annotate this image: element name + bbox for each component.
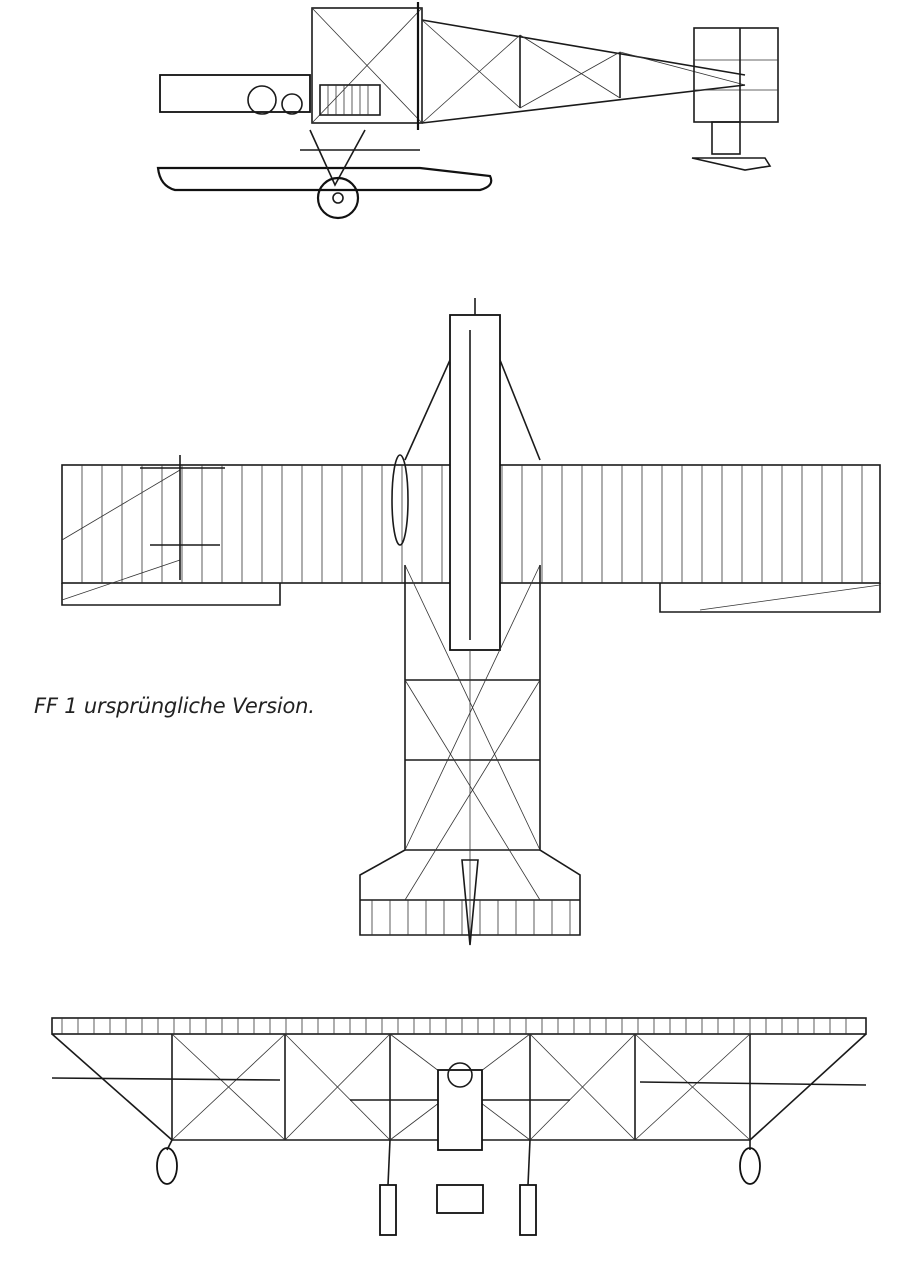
side-tail-float-strut [711,121,741,155]
plan-view [61,298,881,946]
side-radiator [319,84,381,116]
side-tail-float [691,157,772,171]
figure-caption: FF 1 ursprüngliche Version. [34,694,315,718]
side-view [156,2,779,220]
plan-nacelle [449,314,501,651]
side-float [156,166,493,192]
front-upper-wing [51,1017,867,1035]
front-floats [156,1147,761,1236]
side-nacelle [159,74,311,113]
side-wing-bay [311,7,423,124]
front-nacelle [437,1069,483,1151]
side-wheel [316,176,360,220]
side-engine-ring-2 [281,93,303,115]
side-engine-ring [247,85,277,115]
